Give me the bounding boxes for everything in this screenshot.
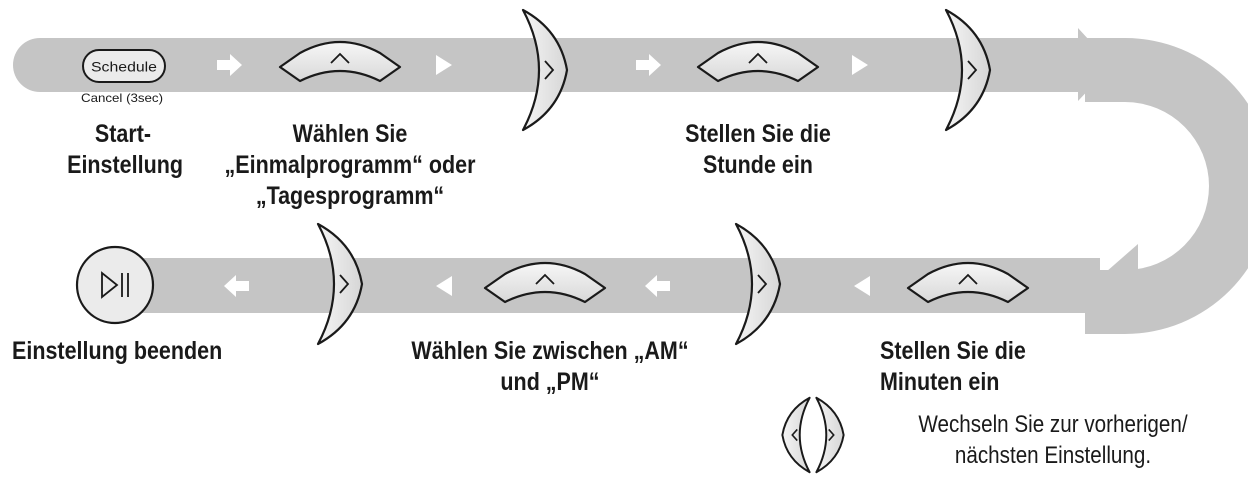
step-label-line: und „PM“ [500,368,600,396]
step-label-line: Einstellung beenden [12,337,223,365]
chevron-up-icon [748,52,768,64]
right-arrow-mark [217,54,242,76]
chevron-right-icon [544,60,555,80]
right-triangle-mark [852,55,868,75]
step-label-start: Start- Einstellung [67,119,183,181]
step-label-set-hour: Stellen Sie die Stunde ein [663,119,852,181]
legend-prev-key [781,396,811,474]
step-label-select-program: Wählen Sie „Einmalprogramm“ oder „Tagesp… [221,119,479,212]
cancel-caption: Cancel (3sec) [81,91,163,105]
step-label-line: Stellen Sie die [880,337,1026,365]
up-key[interactable] [483,261,607,304]
next-key[interactable] [521,8,569,132]
step-label-select-am-pm: Wählen Sie zwischen „AM“ und „PM“ [404,336,696,398]
step-label-line: Minuten ein [880,368,1000,396]
step-label-line: Start- [94,120,152,148]
up-key[interactable] [906,261,1030,304]
left-triangle-mark [436,276,452,296]
legend-line: nächsten Einstellung. [954,442,1152,469]
step-label-line: „Einmalprogramm“ oder [224,151,476,179]
flow-track [13,28,1248,334]
left-arrow-mark [224,275,249,297]
legend-line: Wechseln Sie zur vorherigen/ [918,411,1188,438]
chevron-up-icon [535,273,555,285]
up-key[interactable] [696,40,820,83]
chevron-right-icon [967,60,978,80]
right-triangle-mark [436,55,452,75]
chevron-up-icon [958,273,978,285]
chevron-right-icon [757,274,768,294]
step-label-line: Wählen Sie zwischen „AM“ [411,337,689,365]
left-arrow-mark [645,275,670,297]
next-key[interactable] [734,222,782,346]
chevron-right-icon [828,428,835,442]
step-label-line: Stunde ein [703,151,813,179]
up-key[interactable] [278,40,402,83]
left-triangle-mark [854,276,870,296]
step-label-finish: Einstellung beenden [12,336,222,367]
step-label-line: Einstellung [67,151,183,179]
next-key[interactable] [944,8,992,132]
step-label-set-minutes: Stellen Sie die Minuten ein [880,336,1026,398]
play-pause-icon [101,271,129,299]
step-label-line: Wählen Sie [292,120,408,148]
chevron-left-icon [791,428,798,442]
direction-marks [217,54,870,297]
step-label-line: „Tagesprogramm“ [255,182,445,210]
right-arrow-mark [636,54,661,76]
next-key[interactable] [316,222,364,346]
step-label-line: Stellen Sie die [685,120,831,148]
legend-next-key [815,396,845,474]
legend-description: Wechseln Sie zur vorherigen/ nächsten Ei… [885,409,1220,471]
chevron-right-icon [339,274,350,294]
schedule-button[interactable]: Schedule [82,49,166,83]
chevron-up-icon [330,52,350,64]
schedule-button-label: Schedule [91,59,157,75]
play-pause-button[interactable] [75,245,155,325]
